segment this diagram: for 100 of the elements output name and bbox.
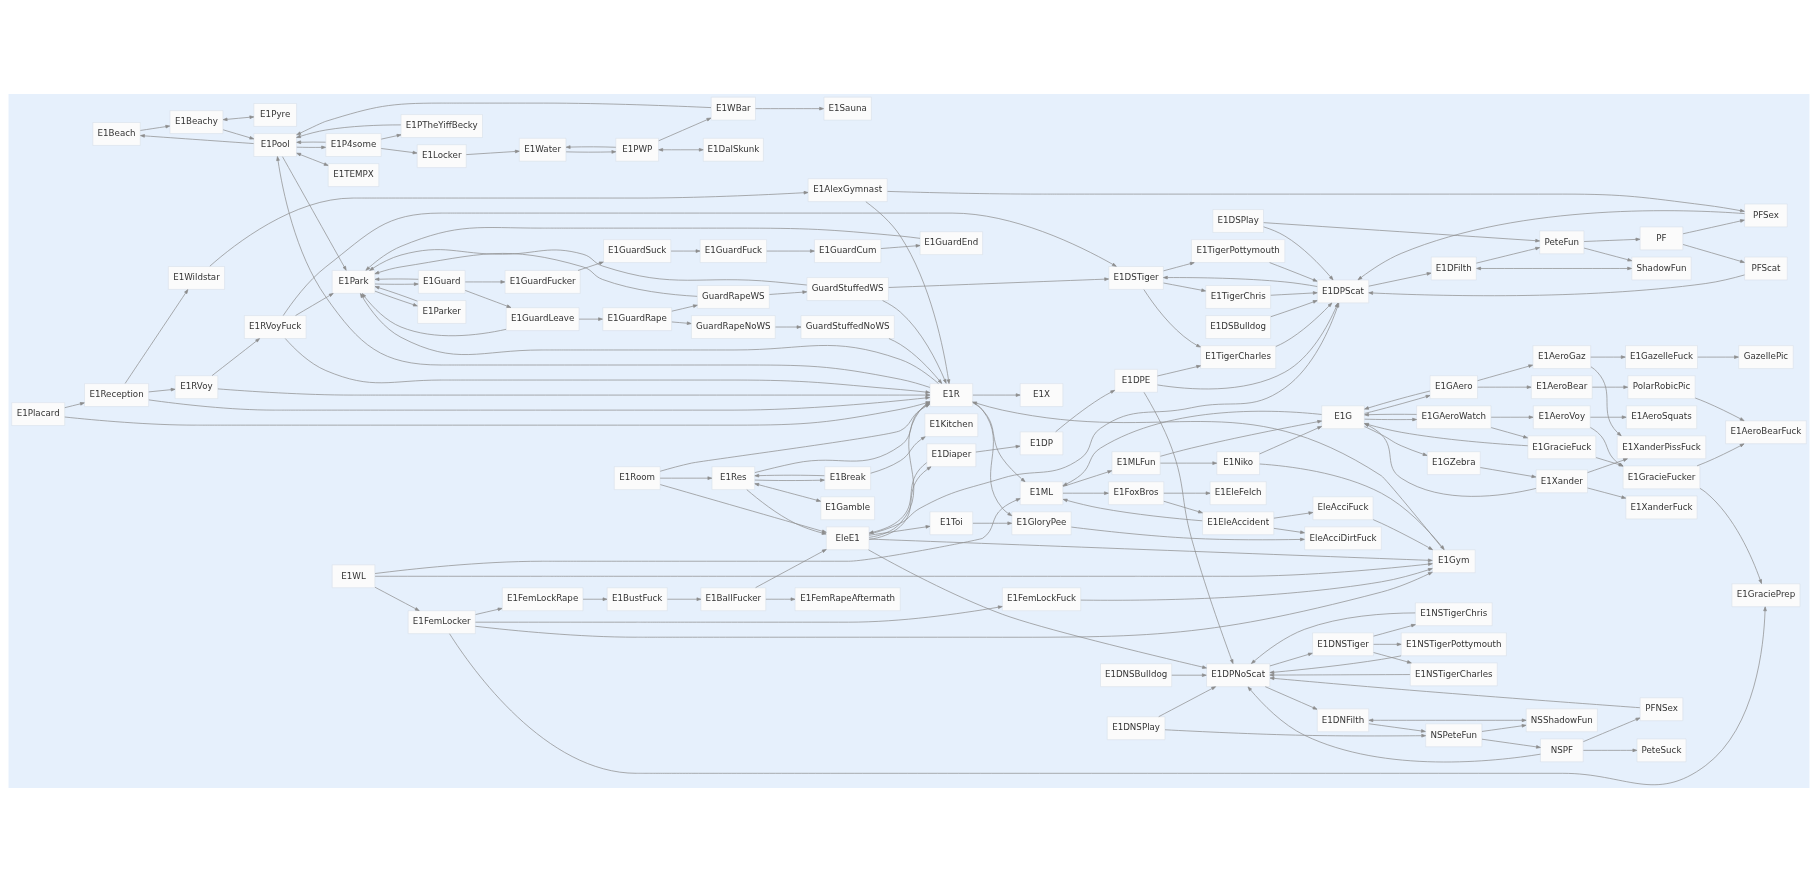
arrow [1160,460,1218,465]
arrow [1587,457,1628,473]
arrow [296,140,326,144]
arrow [1160,419,1322,457]
arrow [766,248,815,253]
node-box: E1EleFelch [1209,480,1267,505]
node-box: E1AeroSquats [1625,404,1698,429]
arrow [658,147,704,152]
node-box: E1GuardEnd [919,230,983,255]
node-box: E1Reception [84,382,149,407]
arrow [1694,397,1745,421]
arrow [222,128,255,139]
node-box: E1NSTigerChris [1415,601,1493,626]
arrow [769,289,808,295]
arrow [975,444,1021,452]
node-box: E1GracieFuck [1527,435,1597,459]
arrow [1055,389,1116,432]
arrow [671,321,692,325]
arrow [1696,443,1745,466]
arrow [765,597,796,601]
arrow [887,190,1745,212]
arrow [1591,384,1629,389]
node-box: E1GAeroWatch [1416,404,1492,429]
arrow [140,133,254,144]
arrow [1682,243,1745,263]
node-box: GuardStuffedNoWS [800,314,895,339]
node-box: PFScat [1744,256,1788,280]
arrow [1062,469,1113,487]
node-box: E1DP [1019,431,1064,455]
arrow [148,387,176,392]
node-box: E1GAero [1429,374,1478,399]
arrow [295,292,334,316]
arrow [464,289,512,308]
node-box: PF [1639,226,1684,250]
arrow [1163,500,1203,513]
arrow [140,124,171,131]
node-box: NSPeteFun [1425,723,1483,747]
arrow [755,548,827,588]
node-box: E1BustFuck [606,586,668,611]
node-box: E1AeroGaz [1532,344,1591,369]
arrow [870,435,926,474]
arrow [1476,266,1632,270]
node-box: E1Kitchen [924,412,979,437]
node-box: E1BallFucker [700,586,767,611]
arrow [754,482,821,502]
node-box: E1Beachy [169,109,224,134]
node-box: E1GazelleFuck [1625,344,1698,369]
arrow [1247,686,1541,762]
arrow [374,290,418,306]
node-box: E1WL [331,564,376,588]
node-box: E1Parker [417,299,467,324]
node-box: E1G [1321,404,1365,429]
node-box: EleAcciDirtFuck [1304,526,1382,550]
arrow [64,401,85,408]
arrow [1583,247,1633,261]
arrow [667,597,702,601]
arrow [1583,717,1641,742]
node-box: E1Water [519,137,567,162]
node-box: E1PTheYiffBecky [400,113,483,138]
arrow [972,401,1026,482]
node-box: E1DPScat [1317,279,1370,303]
node-box: E1NSTigerPottymouth [1400,632,1507,656]
node-box: E1TigerCharles [1200,344,1277,369]
node-box: E1DSTiger [1108,265,1164,290]
arrow [1163,282,1206,292]
arrow [1583,748,1638,752]
arrow [1269,676,1641,708]
node-box: E1Diaper [926,442,977,467]
node-box: E1X [1019,382,1064,407]
arrow [209,190,809,267]
node-box: E1ML [1019,480,1064,505]
arrow [1368,718,1527,722]
arrow [775,324,802,329]
arrow [1071,526,1305,541]
arrow [1595,456,1624,466]
node-box: GazellePic [1738,344,1794,369]
node-box: E1Xander [1535,469,1588,493]
arrow [865,200,951,384]
node-box: E1DSPlay [1212,208,1264,233]
node-box: E1GuardRape [602,306,672,331]
node-box: E1DNSPlay [1106,715,1166,740]
arrow [888,276,1109,288]
node-box: E1DPNoScat [1206,662,1271,687]
node-box: E1XanderFuck [1625,495,1698,519]
arrow [1263,226,1334,280]
arrow [1590,354,1626,359]
arrow [284,337,931,394]
arrow [671,303,698,312]
arrow [296,102,712,135]
node-box: NSShadowFun [1525,708,1598,732]
arrow [1269,261,1318,282]
node-box: E1Beach [92,121,141,146]
arrow [296,124,402,138]
arrow [1481,738,1541,749]
arrow [1062,498,1203,521]
node-box: E1MLFun [1111,450,1161,475]
arrow [1490,426,1528,438]
arrow [577,261,604,271]
arrow [1587,487,1627,499]
node-box: E1WBar [710,96,756,120]
